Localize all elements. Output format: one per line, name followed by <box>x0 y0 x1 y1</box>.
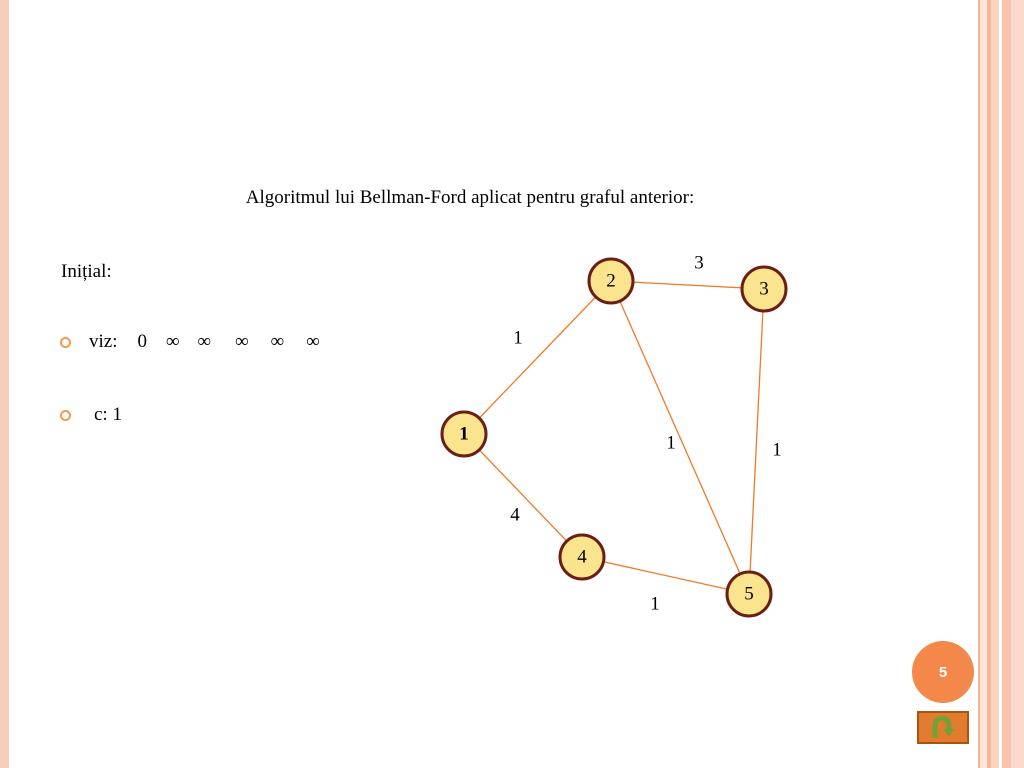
initial-label: Inițial: <box>61 261 112 282</box>
edge-weight-1-4: 4 <box>510 504 520 525</box>
edge-1-2 <box>463 280 612 435</box>
edge-2-3 <box>610 280 765 290</box>
u-turn-back-icon <box>932 715 955 738</box>
edge-1-4 <box>463 433 583 558</box>
right-border-decoration <box>978 0 1024 768</box>
graph-node-5: 5 <box>725 570 773 618</box>
viz-value-4: ∞ <box>235 331 249 352</box>
graph-node-2: 2 <box>587 257 635 305</box>
node-circle <box>587 257 635 305</box>
graph-nodes: 1 2 3 4 5 <box>440 257 788 618</box>
back-button[interactable] <box>917 711 969 744</box>
graph-node-3: 3 <box>740 265 788 313</box>
edge-weight-4-5: 1 <box>650 593 660 614</box>
c-bullet: c: 1 <box>60 404 122 426</box>
edge-3-5 <box>748 288 765 595</box>
edge-weight-1-2: 1 <box>513 327 523 348</box>
viz-value-3: ∞ <box>197 331 212 352</box>
graph-node-1: 1 <box>440 410 488 458</box>
node-label-4: 4 <box>577 546 587 567</box>
viz-label: viz: <box>89 331 118 352</box>
node-circle <box>725 570 773 618</box>
slide-title: Algoritmul lui Bellman-Ford aplicat pent… <box>245 187 695 208</box>
node-circle <box>440 410 488 458</box>
node-label-2: 2 <box>606 270 616 291</box>
edge-4-5 <box>581 556 750 595</box>
bullet-icon <box>60 336 71 348</box>
graph-edge-weights: 3 1 1 1 4 1 <box>510 252 782 614</box>
node-circle <box>558 533 606 581</box>
graph-node-4: 4 <box>558 533 606 581</box>
graph-edges <box>463 280 765 595</box>
edge-2-5 <box>610 280 750 595</box>
node-label-3: 3 <box>759 278 769 299</box>
edge-weight-2-5: 1 <box>666 432 676 453</box>
page-number-badge: 5 <box>912 641 974 703</box>
viz-value-2: ∞ <box>166 331 180 352</box>
c-text: c: 1 <box>94 404 122 425</box>
viz-value-5: ∞ <box>270 331 285 352</box>
node-circle <box>740 265 788 313</box>
viz-value-6: ∞ <box>306 331 320 352</box>
bullet-icon <box>60 409 71 421</box>
node-label-5: 5 <box>744 583 754 604</box>
left-border-decoration <box>0 0 9 768</box>
node-label-1: 1 <box>459 423 469 444</box>
viz-value-1: 0 <box>137 331 148 352</box>
edge-weight-2-3: 3 <box>694 252 704 273</box>
viz-bullet: viz: 0 ∞ ∞ ∞ ∞ ∞ <box>60 331 320 353</box>
edge-weight-3-5: 1 <box>772 439 782 460</box>
